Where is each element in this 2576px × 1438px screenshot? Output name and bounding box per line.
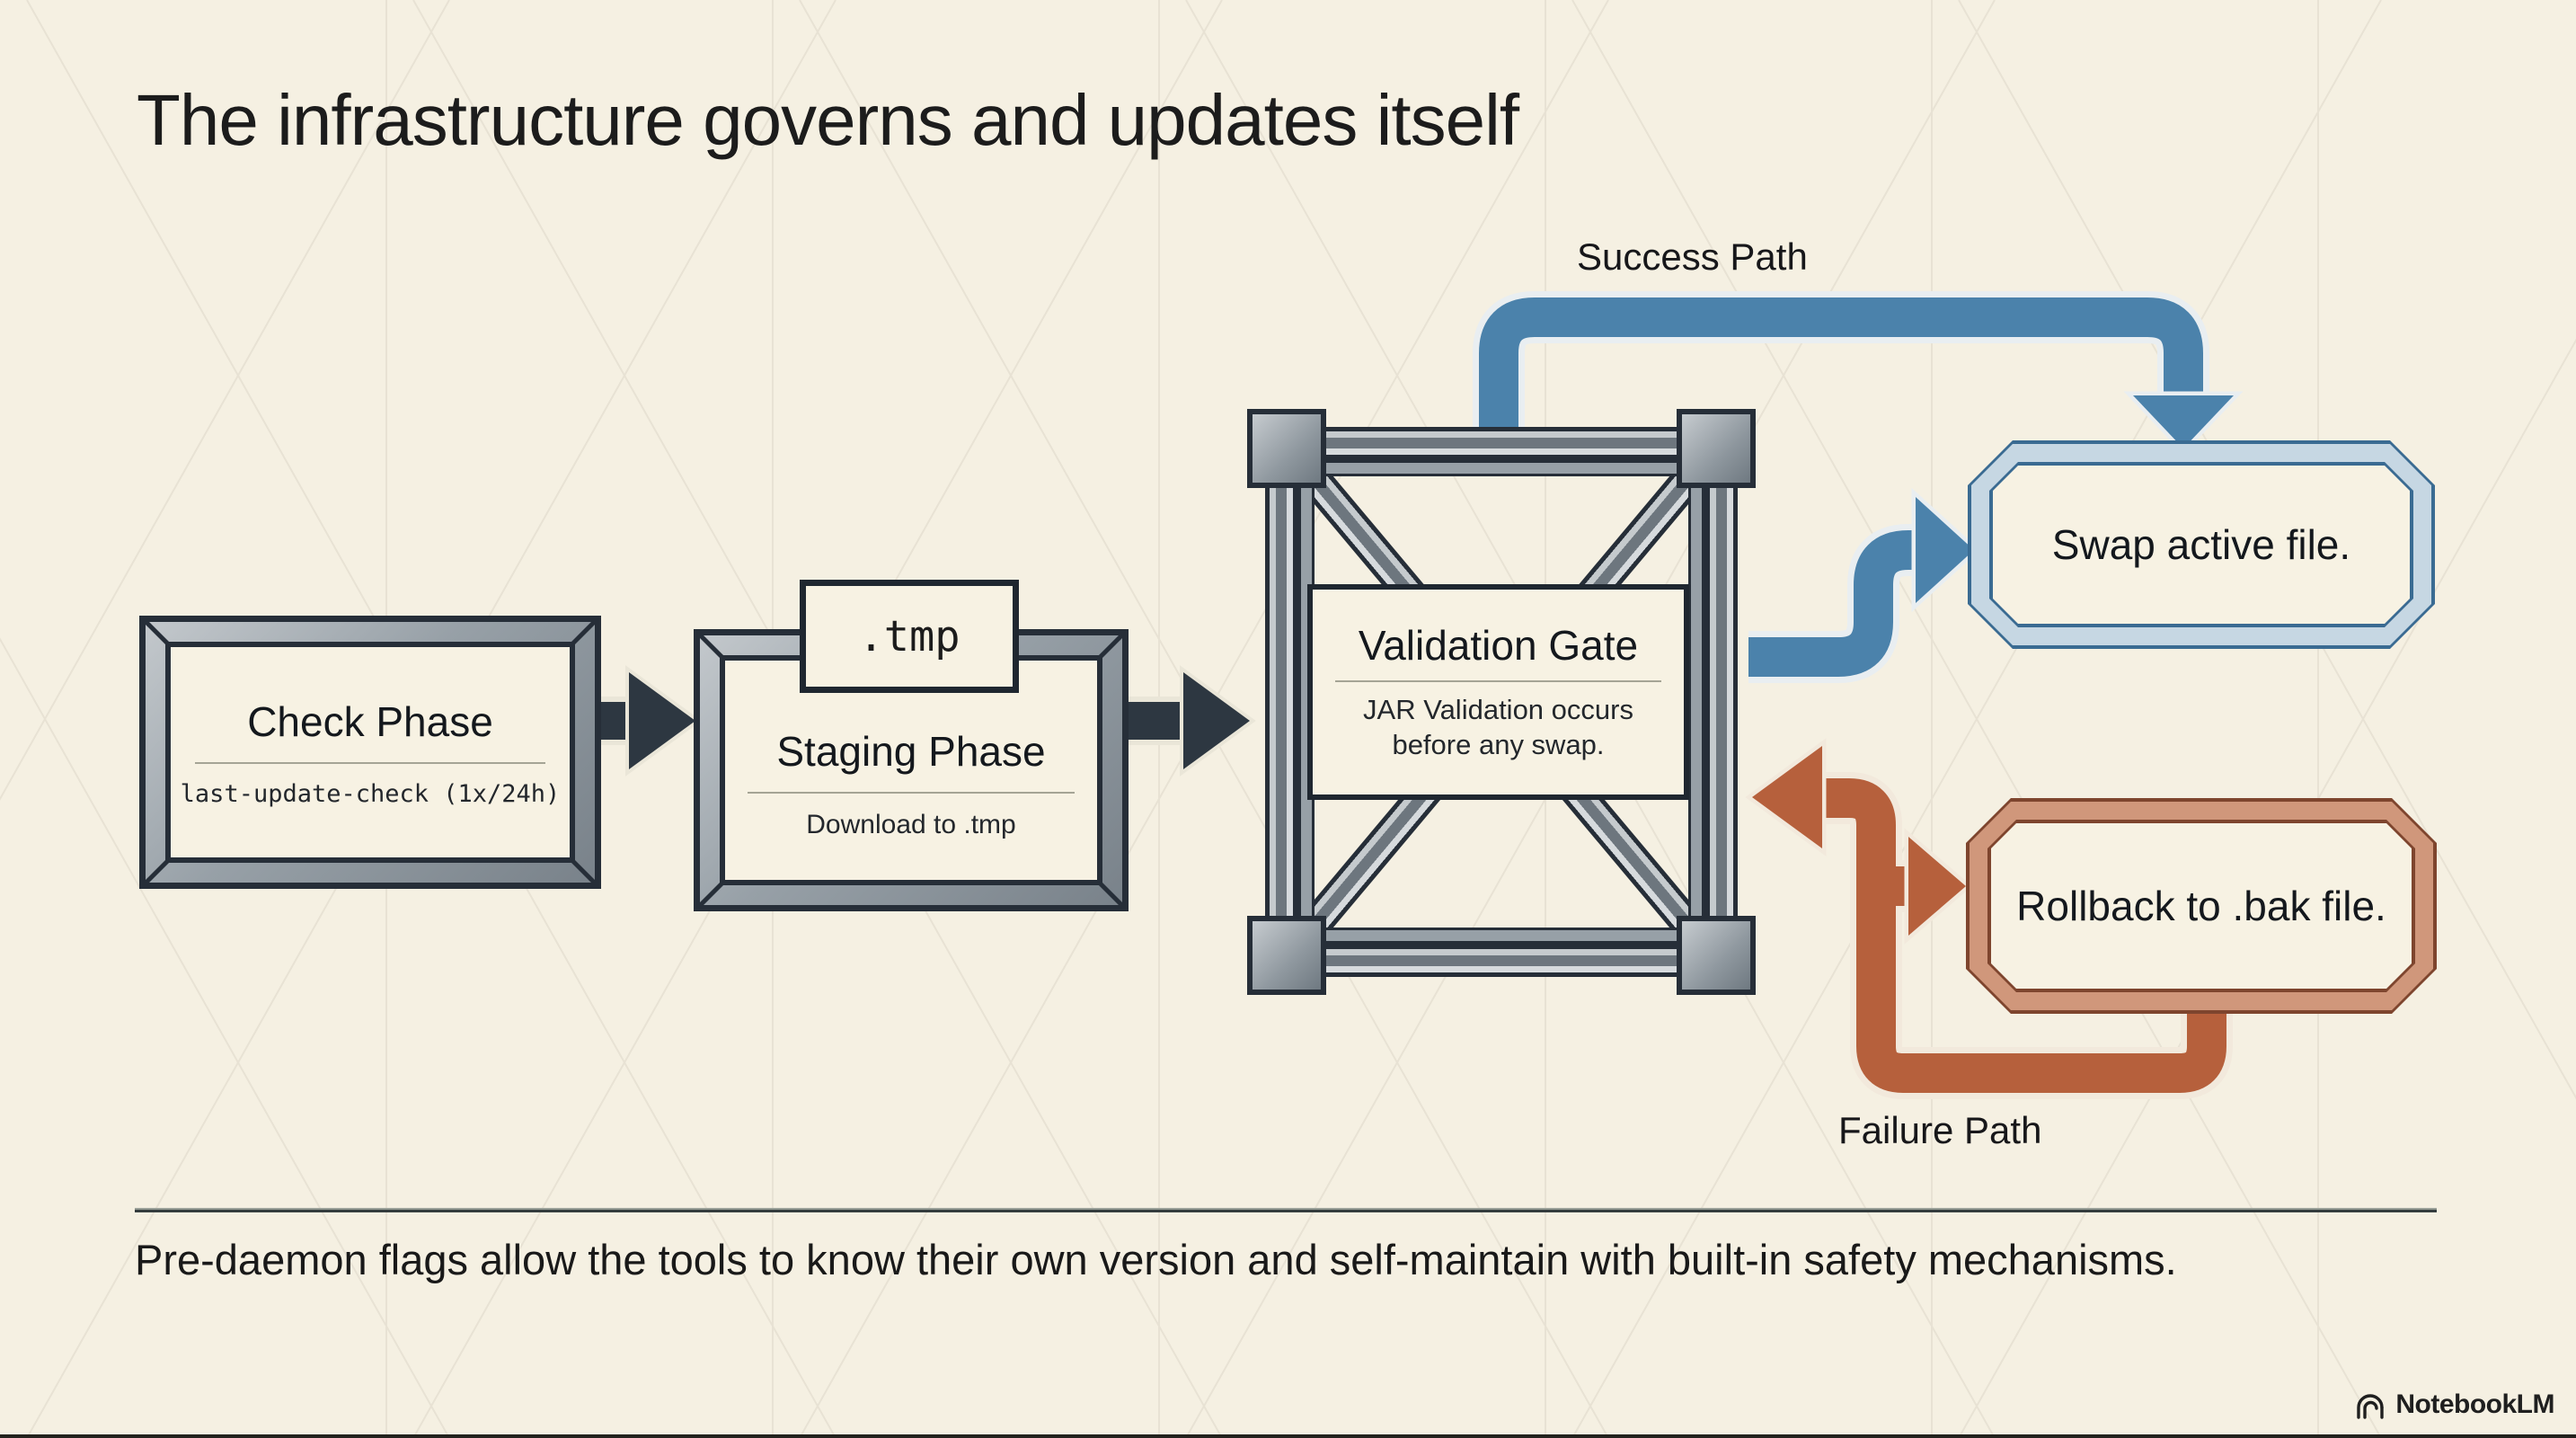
gate-corner-block [1677, 409, 1756, 488]
swap-active-file-box: Swap active file. [1968, 440, 2435, 649]
check-phase-subtitle: last-update-check (1x/24h) [180, 779, 561, 808]
swap-active-file-label: Swap active file. [2051, 521, 2351, 568]
validation-gate-description: JAR Validation occurs before any swap. [1363, 694, 1633, 760]
gate-top-beam [1310, 427, 1693, 459]
staging-phase-title: Staging Phase [776, 728, 1046, 775]
failure-to-gate-arrowhead [1745, 738, 1827, 857]
gate-inner-frame [1297, 459, 1705, 945]
brand-name: NotebookLM [2395, 1389, 2554, 1419]
tmp-file-tab: .tmp [800, 580, 1019, 693]
gate-right-column [1705, 472, 1738, 932]
footer-text: Pre-daemon flags allow the tools to know… [135, 1236, 2177, 1283]
validation-gate: Validation Gate JAR Validation occurs be… [1247, 409, 1756, 995]
success-path-label: Success Path [1577, 235, 1808, 278]
rollback-box-panel: Rollback to .bak file. [1991, 823, 2412, 989]
footer-divider [135, 1208, 2437, 1212]
failure-loop [1819, 778, 2226, 1093]
failure-to-rollback-arrowhead [1904, 828, 1972, 945]
staging-phase-subtitle: Download to .tmp [806, 810, 1016, 839]
divider [194, 761, 546, 764]
bottom-edge-strip [0, 1434, 2576, 1438]
page-title: The infrastructure governs and updates i… [137, 80, 1519, 160]
gate-corner-block [1677, 916, 1756, 995]
gate-left-column [1265, 472, 1297, 932]
validation-gate-panel: Validation Gate JAR Validation occurs be… [1307, 584, 1689, 800]
check-phase-panel: Check Phase last-update-check (1x/24h) [165, 642, 575, 863]
failure-path-label: Failure Path [1838, 1109, 2042, 1151]
brand-lockup: NotebookLM [2354, 1389, 2554, 1420]
check-to-staging-arrowhead [625, 665, 702, 777]
divider [747, 792, 1076, 794]
gate-bottom-beam [1310, 945, 1693, 977]
gate-corner-block [1247, 409, 1326, 488]
gate-to-swap-arrowhead [1911, 487, 1980, 613]
rollback-label: Rollback to .bak file. [2016, 883, 2386, 929]
swap-box-panel: Swap active file. [1993, 466, 2410, 624]
gate-corner-block [1247, 916, 1326, 995]
staging-phase-panel: Staging Phase Download to .tmp [720, 655, 1102, 885]
rollback-box: Rollback to .bak file. [1966, 798, 2437, 1014]
success-path-arrowhead [2123, 391, 2244, 455]
validation-gate-title: Validation Gate [1358, 622, 1639, 670]
staging-to-gate-arrowhead [1180, 665, 1256, 777]
success-path [1479, 297, 2203, 431]
notebooklm-icon [2357, 1394, 2385, 1419]
divider [1334, 680, 1662, 683]
gate-to-swap-elbow [1748, 530, 1928, 677]
check-phase-title: Check Phase [247, 697, 493, 745]
check-phase-box: Check Phase last-update-check (1x/24h) [139, 616, 601, 889]
